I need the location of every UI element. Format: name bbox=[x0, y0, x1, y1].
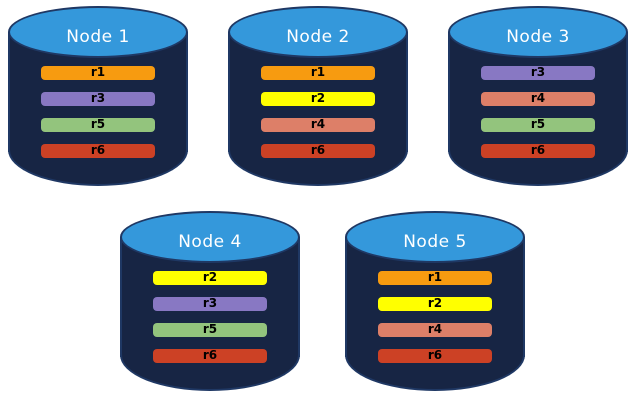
replica-bar[interactable]: r1 bbox=[378, 271, 492, 285]
node-title: Node 2 bbox=[286, 27, 350, 47]
node-cylinder[interactable]: Node 5 r1 r2 r4 r6 bbox=[345, 211, 525, 391]
node-title: Node 1 bbox=[66, 27, 130, 47]
replica-label: r3 bbox=[530, 65, 546, 79]
replica-bar[interactable]: r6 bbox=[41, 144, 155, 158]
replica-bar[interactable]: r6 bbox=[261, 144, 375, 158]
cylinder-top: Node 3 bbox=[448, 6, 628, 58]
replica-label: r2 bbox=[202, 270, 218, 284]
replica-label: r4 bbox=[310, 117, 326, 131]
replica-label: r2 bbox=[427, 296, 443, 310]
replica-bar[interactable]: r4 bbox=[261, 118, 375, 132]
replica-label: r5 bbox=[202, 322, 218, 336]
replica-label: r6 bbox=[90, 143, 106, 157]
replica-bar[interactable]: r3 bbox=[153, 297, 267, 311]
replica-label: r1 bbox=[427, 270, 443, 284]
replica-label: r1 bbox=[90, 65, 106, 79]
node-cylinder[interactable]: Node 2 r1 r2 r4 r6 bbox=[228, 6, 408, 186]
replica-bar[interactable]: r6 bbox=[153, 349, 267, 363]
replica-bar[interactable]: r2 bbox=[153, 271, 267, 285]
replica-bar[interactable]: r3 bbox=[481, 66, 595, 80]
replica-list: r2 r3 r5 r6 bbox=[120, 271, 300, 363]
replica-label: r6 bbox=[310, 143, 326, 157]
replica-bar[interactable]: r4 bbox=[378, 323, 492, 337]
node-title: Node 5 bbox=[403, 232, 467, 252]
node-title: Node 3 bbox=[506, 27, 570, 47]
replica-label: r2 bbox=[310, 91, 326, 105]
cylinder-top: Node 2 bbox=[228, 6, 408, 58]
replica-bar[interactable]: r6 bbox=[378, 349, 492, 363]
replica-list: r1 r2 r4 r6 bbox=[228, 66, 408, 158]
replica-label: r6 bbox=[427, 348, 443, 362]
replica-bar[interactable]: r5 bbox=[153, 323, 267, 337]
replica-bar[interactable]: r5 bbox=[41, 118, 155, 132]
cylinder-top: Node 1 bbox=[8, 6, 188, 58]
node-cylinder[interactable]: Node 3 r3 r4 r5 r6 bbox=[448, 6, 628, 186]
replica-label: r4 bbox=[530, 91, 546, 105]
replica-bar[interactable]: r3 bbox=[41, 92, 155, 106]
replica-label: r4 bbox=[427, 322, 443, 336]
replica-list: r3 r4 r5 r6 bbox=[448, 66, 628, 158]
node-cylinder[interactable]: Node 1 r1 r3 r5 r6 bbox=[8, 6, 188, 186]
replica-bar[interactable]: r5 bbox=[481, 118, 595, 132]
cylinder-top: Node 5 bbox=[345, 211, 525, 263]
replica-bar[interactable]: r2 bbox=[261, 92, 375, 106]
replica-label: r1 bbox=[310, 65, 326, 79]
replica-list: r1 r3 r5 r6 bbox=[8, 66, 188, 158]
replica-label: r6 bbox=[530, 143, 546, 157]
replica-label: r3 bbox=[90, 91, 106, 105]
replica-label: r3 bbox=[202, 296, 218, 310]
replica-label: r5 bbox=[90, 117, 106, 131]
replica-bar[interactable]: r1 bbox=[261, 66, 375, 80]
replica-bar[interactable]: r4 bbox=[481, 92, 595, 106]
node-title: Node 4 bbox=[178, 232, 242, 252]
replica-bar[interactable]: r6 bbox=[481, 144, 595, 158]
replica-bar[interactable]: r2 bbox=[378, 297, 492, 311]
replica-label: r5 bbox=[530, 117, 546, 131]
replica-label: r6 bbox=[202, 348, 218, 362]
replica-bar[interactable]: r1 bbox=[41, 66, 155, 80]
cylinder-top: Node 4 bbox=[120, 211, 300, 263]
node-cylinder[interactable]: Node 4 r2 r3 r5 r6 bbox=[120, 211, 300, 391]
replica-list: r1 r2 r4 r6 bbox=[345, 271, 525, 363]
